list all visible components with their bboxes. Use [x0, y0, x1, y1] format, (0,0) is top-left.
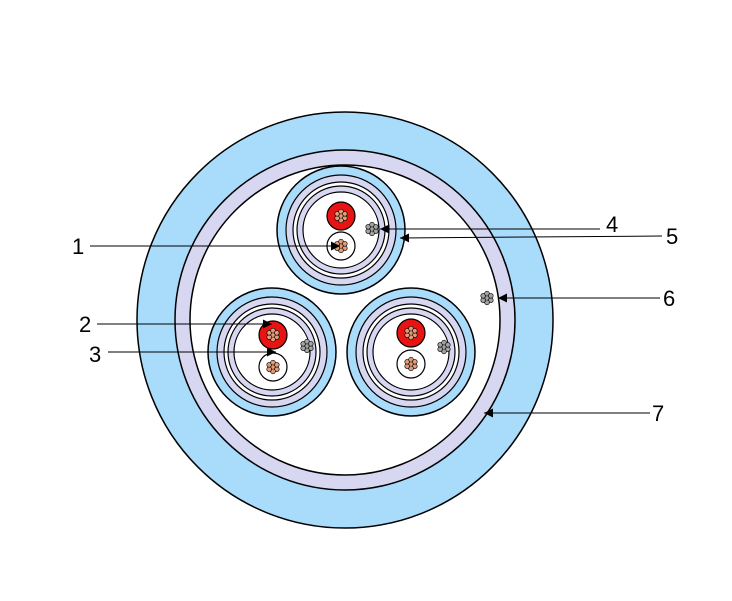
strand: [404, 332, 410, 338]
strand: [266, 334, 272, 340]
strand: [334, 215, 340, 221]
strand: [342, 211, 348, 217]
overall-drain-strands: [480, 290, 494, 306]
copper-strands: [404, 356, 418, 372]
strand: [365, 228, 371, 234]
pair-unit-right: [346, 287, 476, 417]
strand: [373, 224, 379, 230]
copper-strands: [334, 208, 348, 224]
strand: [412, 359, 418, 365]
leader-lines: [90, 224, 663, 418]
strand: [412, 328, 418, 334]
strand: [308, 341, 314, 347]
strand: [266, 366, 272, 372]
callout-label-7: 7: [652, 401, 664, 426]
strand: [480, 297, 486, 303]
strand: [334, 245, 340, 251]
strand: [404, 363, 410, 369]
strand: [300, 345, 306, 351]
strand: [274, 362, 280, 368]
strand: [437, 346, 443, 352]
pair-drain-wire: [300, 338, 314, 354]
callout-label-6: 6: [663, 286, 675, 311]
callout-label-4: 4: [606, 212, 618, 237]
overall-drain-wire: [480, 290, 494, 306]
strand: [488, 293, 494, 299]
leader-line-5: [399, 233, 663, 243]
callout-labels: 1 2 3 4 5 6 7: [72, 212, 678, 426]
pair-unit-top: [276, 165, 406, 295]
copper-strands: [404, 325, 418, 341]
copper-strands: [266, 327, 280, 343]
strand: [342, 241, 348, 247]
callout-label-2: 2: [79, 312, 91, 337]
strand: [445, 342, 451, 348]
strand: [274, 330, 280, 336]
copper-strands: [266, 359, 280, 375]
pair-drain-wire: [365, 221, 379, 237]
pair-drain-wire: [437, 339, 451, 355]
callout-label-1: 1: [72, 234, 84, 259]
callout-label-5: 5: [666, 224, 678, 249]
callout-label-3: 3: [89, 342, 101, 367]
